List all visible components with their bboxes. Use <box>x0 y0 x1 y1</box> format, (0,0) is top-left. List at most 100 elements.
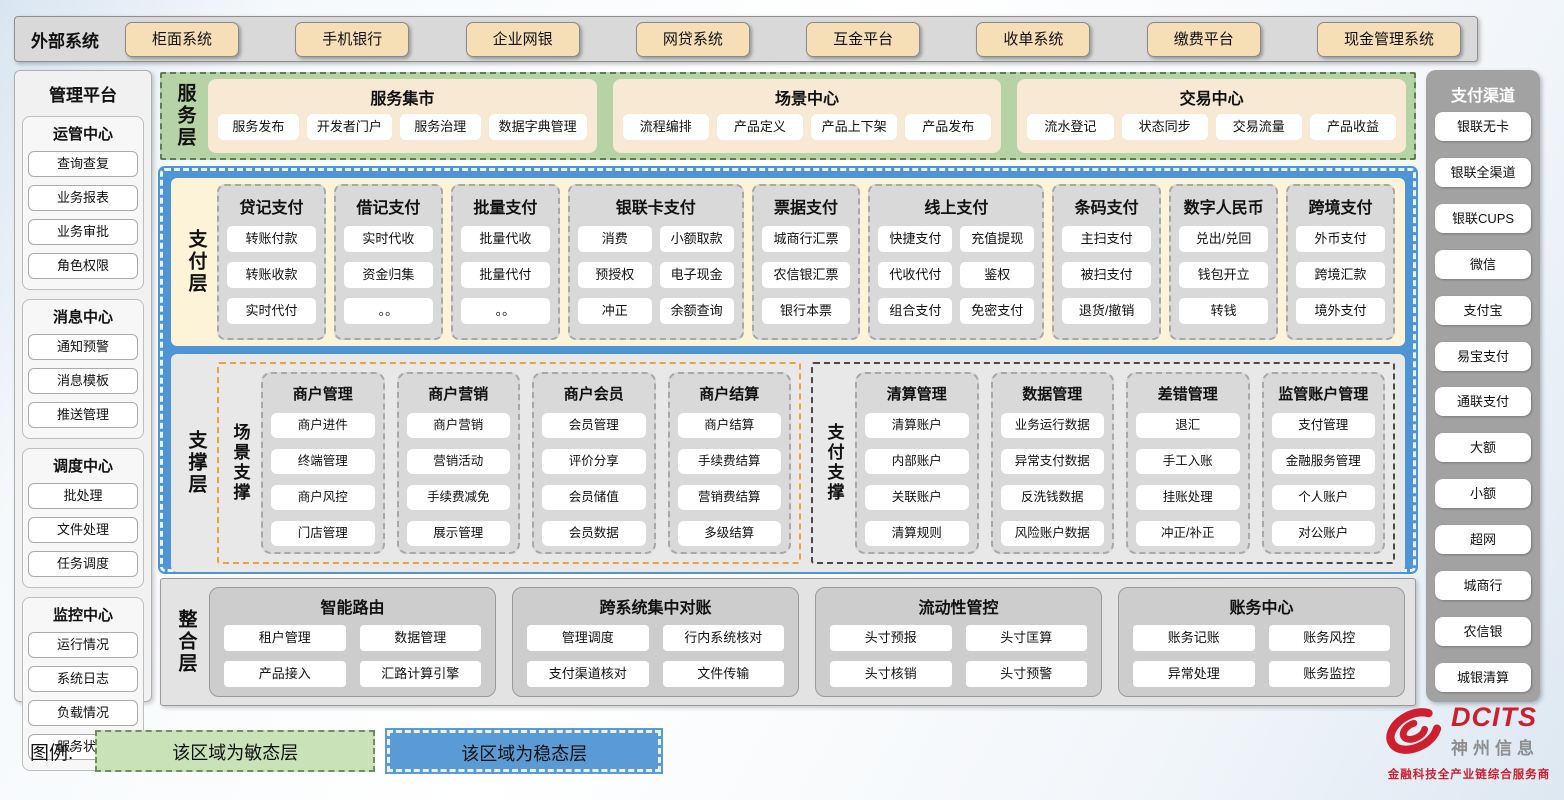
module-button: 内部账户 <box>865 449 969 474</box>
support-category-title: 商户营销 <box>428 386 489 403</box>
module-button: 管理调度 <box>527 625 649 651</box>
logo-brand: DCITS <box>1451 701 1537 732</box>
management-group-title: 消息中心 <box>52 309 113 326</box>
module-button: 展示管理 <box>406 521 510 546</box>
payment-category-items: 主扫支付 被扫支付 退货/撤销 <box>1062 226 1152 324</box>
module-button: 产品上下架 <box>811 114 898 140</box>
payment-category: 票据支付 城商行汇票 农信银汇票 银行本票 <box>751 184 861 340</box>
integration-layer-label: 整合层 <box>175 609 197 675</box>
module-button: 产品发布 <box>905 114 992 140</box>
module-button: 业务报表 <box>28 185 138 211</box>
support-category-items: 退汇 手工入账 挂账处理 冲正/补正 <box>1136 413 1240 546</box>
module-button: 批量代收 <box>460 226 550 252</box>
module-button: 清算账户 <box>865 413 969 438</box>
module-button: 营销活动 <box>406 449 510 474</box>
module-button: 业务审批 <box>28 219 138 245</box>
payment-layer-label: 支付层 <box>185 229 207 295</box>
payment-category: 银联卡支付 消费 小额取款 预授权 电子现金 冲正 余额查询 <box>567 184 744 340</box>
module-button: 商户结算 <box>677 413 781 438</box>
payment-channel-button: 超网 <box>1435 525 1531 555</box>
module-button: 金融服务管理 <box>1271 449 1375 474</box>
module-button: 批处理 <box>28 483 138 509</box>
dcits-logo: DCITS 神州信息 金融科技全产业链综合服务商 <box>1383 700 1555 782</box>
management-group-title: 调度中心 <box>52 458 113 475</box>
logo-tagline: 金融科技全产业链综合服务商 <box>1387 769 1551 781</box>
payment-layer-columns: 贷记支付 转账付款 转账收款 实时代付 借记支付 实时代收 资金归集 。。 批量… <box>217 184 1396 340</box>
payment-channel-button: 微信 <box>1435 249 1531 279</box>
support-category-title: 商户管理 <box>292 386 353 403</box>
service-group-items: 流程编排 产品定义 产品上下架 产品发布 <box>622 114 992 140</box>
payment-category-title: 批量支付 <box>473 200 538 217</box>
payment-category-title: 线上支付 <box>924 200 989 217</box>
support-category-items: 商户进件 终端管理 商户风控 门店管理 <box>271 413 375 546</box>
integration-group: 智能路由 租户管理 数据管理 产品接入 汇路计算引擎 <box>209 587 496 697</box>
module-button: 查询查复 <box>28 151 138 177</box>
module-button: 批量代付 <box>460 262 550 288</box>
module-button: 风险账户数据 <box>1000 521 1104 546</box>
support-category: 商户结算 商户结算 手续费结算 营销费结算 多级结算 <box>667 372 791 554</box>
service-layer: 服务层 服务集市 服务发布 开发者门户 服务治理 数据字典管理 场景中心 流程编… <box>160 72 1416 160</box>
management-platform-panel: 管理平台 运管中心 查询查复 业务报表 业务审批 角色权限 消息中心 通知预警 … <box>14 70 152 771</box>
module-button: 数据管理 <box>359 625 481 651</box>
module-button: 租户管理 <box>224 625 346 651</box>
integration-group-title: 跨系统集中对账 <box>599 600 712 617</box>
service-group-items: 流水登记 状态同步 交易流量 产品收益 <box>1027 114 1397 140</box>
integration-layer-groups: 智能路由 租户管理 数据管理 产品接入 汇路计算引擎 跨系统集中对账 管理调度 … <box>209 587 1405 697</box>
support-category-title: 商户结算 <box>699 386 760 403</box>
module-button: 系统日志 <box>28 666 138 692</box>
stable-layer-container: 支付层 贷记支付 转账付款 转账收款 实时代付 借记支付 实时代收 资金归集 。… <box>160 168 1416 572</box>
module-button: 行内系统核对 <box>662 625 784 651</box>
integration-group-title: 智能路由 <box>320 600 385 617</box>
service-layer-groups: 服务集市 服务发布 开发者门户 服务治理 数据字典管理 场景中心 流程编排 产品… <box>208 79 1407 153</box>
payment-channels-panel: 支付渠道 银联无卡 银联全渠道 银联CUPS 微信 支付宝 易宝支付 通联支付 … <box>1426 70 1540 702</box>
support-category: 差错管理 退汇 手工入账 挂账处理 冲正/补正 <box>1126 372 1250 554</box>
module-button: 退货/撤销 <box>1062 298 1152 324</box>
support-category-items: 业务运行数据 异常支付数据 反洗钱数据 风险账户数据 <box>1000 413 1104 546</box>
payment-channel-button: 银联CUPS <box>1435 203 1531 233</box>
module-button: 交易流量 <box>1215 114 1302 140</box>
module-button: 流程编排 <box>622 114 709 140</box>
integration-group-items: 租户管理 数据管理 产品接入 汇路计算引擎 <box>224 625 481 687</box>
module-button: 通知预警 <box>28 334 138 360</box>
payment-category: 数字人民币 兑出/兑回 钱包开立 转钱 <box>1169 184 1279 340</box>
legend-label: 图例: <box>30 742 74 764</box>
payment-category-items: 消费 小额取款 预授权 电子现金 冲正 余额查询 <box>577 226 734 324</box>
service-group: 场景中心 流程编排 产品定义 产品上下架 产品发布 <box>612 79 1002 153</box>
legend: 图例: 该区域为敏态层 该区域为稳态层 <box>30 730 662 772</box>
integration-group-items: 管理调度 行内系统核对 支付渠道核对 文件传输 <box>527 625 784 687</box>
module-button: 营销费结算 <box>677 485 781 510</box>
payment-support-label: 支付支撑 <box>824 423 844 503</box>
payment-support-section: 支付支撑 清算管理 清算账户 内部账户 关联账户 清算规则 数据管理 业务运行数… <box>811 362 1395 564</box>
payment-category-items: 转账付款 转账收款 实时代付 <box>227 226 316 324</box>
module-button: 商户风控 <box>271 485 375 510</box>
external-system-button: 手机银行 <box>295 21 410 57</box>
module-button: 快捷支付 <box>878 226 953 252</box>
payment-support-columns: 清算管理 清算账户 内部账户 关联账户 清算规则 数据管理 业务运行数据 异常支… <box>855 372 1385 554</box>
service-group: 服务集市 服务发布 开发者门户 服务治理 数据字典管理 <box>208 79 597 153</box>
module-button: 服务发布 <box>218 114 299 140</box>
scene-support-columns: 商户管理 商户进件 终端管理 商户风控 门店管理 商户营销 商户营销 营销活动 … <box>261 372 791 554</box>
external-systems-bar: 外部系统 柜面系统 手机银行 企业网银 网贷系统 互金平台 收单系统 缴费平台 … <box>14 16 1478 62</box>
module-button: 银行本票 <box>761 298 851 324</box>
payment-channel-button: 通联支付 <box>1435 387 1531 417</box>
module-button: 负载情况 <box>28 700 138 726</box>
module-button: 余额查询 <box>659 298 734 324</box>
module-button: 产品定义 <box>716 114 804 140</box>
payment-channel-button: 农信银 <box>1435 616 1531 646</box>
external-system-button: 互金平台 <box>806 21 921 57</box>
external-systems-label: 外部系统 <box>31 31 99 51</box>
module-button: 异常处理 <box>1133 661 1255 687</box>
payment-category-title: 贷记支付 <box>239 200 304 217</box>
integration-group-items: 头寸预报 头寸匡算 头寸核销 头寸预警 <box>830 625 1087 687</box>
module-button: 退汇 <box>1136 413 1240 438</box>
support-layer: 支撑层 场景支撑 商户管理 商户进件 终端管理 商户风控 门店管理 商户营销 商… <box>171 354 1405 572</box>
module-button: 消费 <box>577 226 652 252</box>
payment-channel-button: 银联全渠道 <box>1435 157 1531 187</box>
module-button: 门店管理 <box>271 521 375 546</box>
module-button: 服务治理 <box>399 114 481 140</box>
service-group-title: 服务集市 <box>370 91 435 108</box>
module-button: 转账付款 <box>227 226 316 252</box>
module-button: 数据字典管理 <box>488 114 587 140</box>
module-button: 挂账处理 <box>1136 485 1240 510</box>
module-button: 业务运行数据 <box>1000 413 1104 438</box>
